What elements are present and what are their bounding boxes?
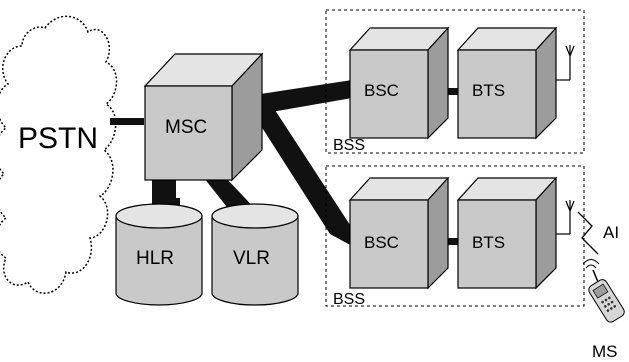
bss-bottom-label: BSS xyxy=(333,291,365,308)
vlr-label: VLR xyxy=(233,248,270,269)
air-interface-label: AI xyxy=(603,223,619,242)
msc-cube xyxy=(143,52,264,182)
bsc-bottom-label: BSC xyxy=(364,233,399,252)
pstn-label: PSTN xyxy=(18,122,98,155)
msc-bsc-top-link xyxy=(254,80,352,115)
antenna-top-icon xyxy=(556,45,575,81)
mobile-station-label: MS xyxy=(592,342,618,361)
bsc-top-cube xyxy=(348,26,450,140)
bss-top-label: BSS xyxy=(333,137,365,154)
pstn-msc-link xyxy=(110,118,144,125)
air-interface-zigzag xyxy=(577,211,599,255)
bss-top-frame xyxy=(325,9,585,154)
pstn-cloud xyxy=(0,15,118,294)
bts-bottom-cube xyxy=(456,176,558,290)
antenna-bottom-icon xyxy=(556,200,575,235)
bts-top-label: BTS xyxy=(472,81,505,100)
bts-bottom-label: BTS xyxy=(472,233,505,252)
bsc-top-label: BSC xyxy=(364,81,399,100)
msc-bsc-bottom-link xyxy=(254,107,352,246)
bts-top-cube xyxy=(456,26,558,140)
hlr-database xyxy=(115,203,203,306)
vlr-database xyxy=(211,203,299,306)
hlr-label: HLR xyxy=(136,248,174,269)
mobile-phone-icon xyxy=(582,259,625,323)
msc-label: MSC xyxy=(165,117,207,138)
bss-bottom-frame xyxy=(325,165,585,307)
bsc-bottom-cube xyxy=(348,176,450,290)
